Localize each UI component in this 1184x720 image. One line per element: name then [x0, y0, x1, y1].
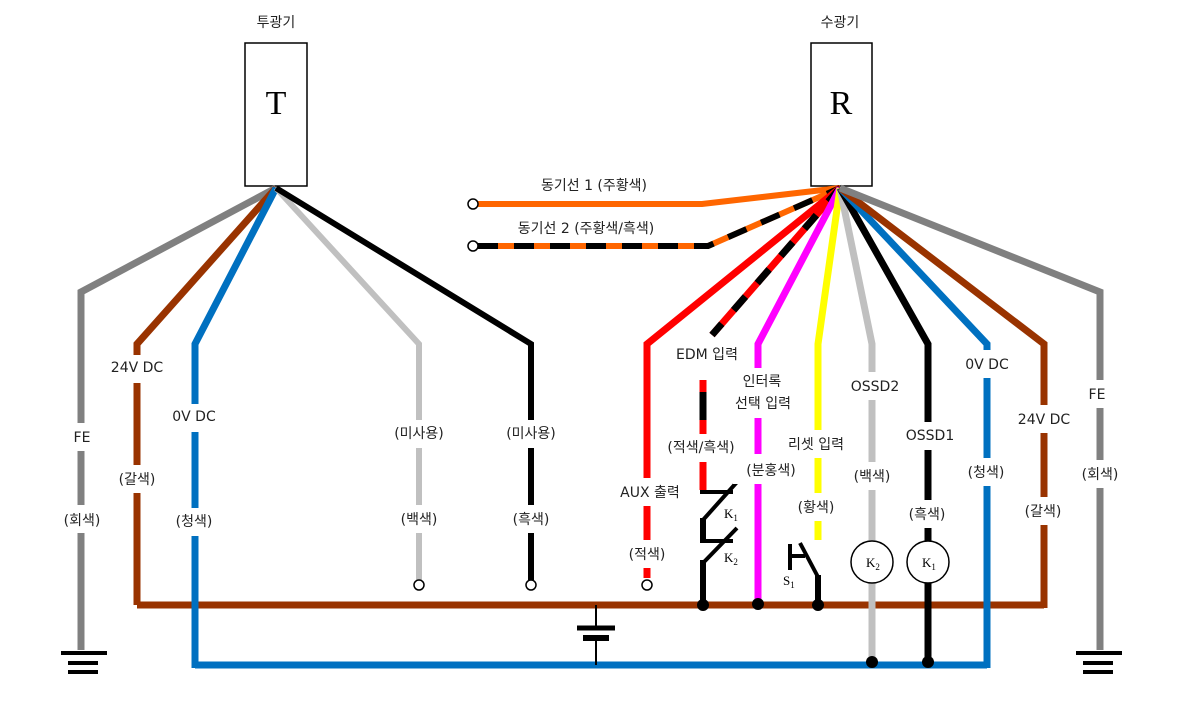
sync-wire-1 — [478, 185, 841, 207]
emitter-0v-function: 0V DC — [172, 409, 216, 425]
emitter-unused-black-function: (미사용) — [506, 426, 556, 442]
emitter-wire-24v — [133, 185, 279, 605]
emitter-24v-function: 24V DC — [111, 360, 164, 376]
receiver-wire-interlock — [754, 186, 844, 604]
receiver-0v-function: 0V DC — [965, 357, 1009, 373]
k1-coil-label: K1 — [922, 555, 936, 572]
ossd1-function: OSSD1 — [906, 428, 954, 444]
emitter-wire-0v — [191, 186, 280, 668]
terminal-unused-black — [525, 579, 537, 591]
receiver-fe-color: (회색) — [1082, 467, 1119, 483]
k1-coil — [906, 540, 950, 584]
junction-ossd2 — [866, 656, 878, 668]
junction-reset — [812, 599, 824, 611]
reset-function: 리셋 입력 — [788, 437, 844, 453]
emitter-unused-white-color: (백색) — [401, 512, 438, 528]
k1-contact-label: K1 — [724, 506, 738, 523]
junction-interlock — [752, 598, 764, 610]
emitter-fe-color: (회색) — [64, 513, 101, 529]
receiver-group: 수광기 R — [810, 15, 873, 187]
k2-coil — [850, 540, 894, 584]
emitter-wire-unused-white — [273, 185, 422, 580]
receiver-24v-function: 24V DC — [1018, 412, 1071, 428]
ossd1-color: (흑색) — [909, 506, 946, 523]
aux-color: (적색) — [629, 547, 666, 563]
receiver-box — [810, 42, 873, 187]
sync-wire-1-label: 동기선 1 (주황색) — [541, 178, 647, 194]
receiver-title: 수광기 — [821, 15, 860, 31]
receiver-letter: R — [830, 85, 853, 122]
terminal-unused-white — [413, 579, 425, 591]
emitter-fe-function: FE — [74, 430, 91, 446]
sync-wire-2-label: 동기선 2 (주황색/흑색) — [518, 220, 655, 237]
emitter-box — [244, 42, 308, 187]
dc-power-source — [577, 605, 615, 665]
receiver-wire-fe — [838, 184, 1104, 650]
receiver-wire-edm — [709, 185, 843, 338]
receiver-fe-function: FE — [1089, 387, 1106, 403]
emitter-group: 투광기 T — [244, 15, 308, 187]
interlock-color: (분홍색) — [746, 463, 796, 479]
receiver-24v-color: (갈색) — [1025, 504, 1062, 520]
emitter-unused-black-color: (흑색) — [513, 511, 550, 528]
junction-ossd1 — [922, 656, 934, 668]
aux-function: AUX 출력 — [620, 485, 680, 501]
sync-wire-2-stripe — [478, 185, 842, 249]
receiver-0v-color: (청색) — [968, 465, 1005, 481]
reset-switch-s1 — [788, 542, 821, 605]
receiver-wire-0v — [837, 185, 991, 668]
receiver-wire-ossd2 — [836, 187, 876, 662]
emitter-24v-color: (갈색) — [119, 472, 156, 488]
emitter-title: 투광기 — [257, 15, 296, 31]
k2-contact-label: K2 — [724, 550, 738, 567]
edm-color: (적색/흑색) — [667, 439, 734, 456]
reset-color: (황색) — [798, 500, 835, 516]
edm-function: EDM 입력 — [676, 347, 738, 363]
ground-right-icon — [1076, 651, 1122, 674]
emitter-wire-unused-black — [274, 185, 534, 580]
receiver-wire-reset — [814, 187, 844, 540]
emitter-unused-white-function: (미사용) — [394, 426, 444, 442]
ossd2-function: OSSD2 — [851, 379, 899, 395]
ossd2-color: (백색) — [854, 469, 891, 485]
edm-contacts-k1-k2 — [700, 480, 739, 605]
terminal-sync-2 — [467, 240, 479, 252]
interlock-function-line2: 선택 입력 — [735, 396, 791, 412]
terminal-aux — [641, 579, 653, 591]
k2-coil-label: K2 — [866, 555, 880, 572]
s1-label: S1 — [783, 573, 795, 590]
emitter-0v-color: (청색) — [176, 514, 213, 530]
interlock-function-line1: 인터록 — [743, 374, 782, 390]
emitter-letter: T — [266, 85, 287, 122]
ground-left-icon — [61, 651, 107, 674]
junction-edm — [697, 599, 709, 611]
terminal-sync-1 — [467, 198, 479, 210]
